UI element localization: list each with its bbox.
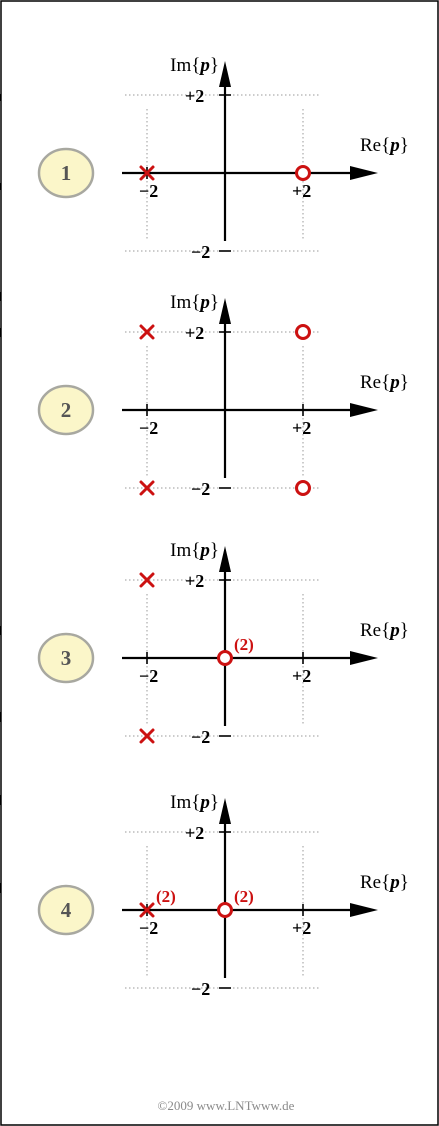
pole-marker (139, 480, 155, 496)
pole-marker (139, 572, 155, 588)
re-axis-label: Re{p} (360, 620, 409, 641)
re-axis-label: Re{p} (360, 135, 409, 156)
re-tick-label-pos: +2 (292, 918, 311, 938)
re-tick-label-neg: −2 (139, 918, 158, 938)
pole-marker (139, 324, 155, 340)
im-tick-label-neg: −2 (191, 979, 210, 999)
re-tick-label-pos: +2 (292, 418, 311, 438)
panel-number: 4 (61, 898, 72, 922)
im-tick-label-pos: +2 (185, 571, 204, 591)
im-axis-label: Im{p} (170, 792, 219, 813)
im-tick-label-neg: −2 (191, 727, 210, 747)
zero-marker (295, 165, 311, 181)
im-axis-label: Im{p} (170, 540, 219, 561)
panel-2: −2 +2 +2 −2 Im{p} Re{p} 2 (37, 292, 409, 499)
panel-number-badge (37, 632, 95, 684)
pole-marker (139, 728, 155, 744)
panel-number: 3 (61, 646, 72, 670)
re-axis-arrow (350, 403, 378, 417)
panel-1: −2 +2 +2 −2 Im{p} Re{p} 1 (37, 55, 409, 262)
zero-multiplicity: (2) (234, 887, 254, 906)
im-tick-label-neg: −2 (191, 479, 210, 499)
panel-4: −2 +2 +2 −2 Im{p} Re{p} 4 (2) (2) (37, 792, 409, 999)
re-tick-label-neg: −2 (139, 181, 158, 201)
re-tick-label-neg: −2 (139, 418, 158, 438)
im-axis-label: Im{p} (170, 55, 219, 76)
panel-number: 1 (61, 161, 72, 185)
re-tick-label-pos: +2 (292, 181, 311, 201)
panel-number-badge (37, 147, 95, 199)
pole-multiplicity: (2) (156, 887, 176, 906)
panels-layer: −2+2+2−2Im{p}Re{p}1−2+2+2−2Im{p}Re{p}2−2… (0, 55, 409, 999)
pole-marker (139, 165, 155, 181)
re-tick-label-pos: +2 (292, 666, 311, 686)
im-axis-arrow (219, 61, 231, 87)
panel-3: −2 +2 +2 −2 Im{p} Re{p} 3 (2) (37, 540, 409, 747)
re-axis-label: Re{p} (360, 372, 409, 393)
panel-number: 2 (61, 398, 72, 422)
im-tick-label-neg: −2 (191, 242, 210, 262)
zero-marker (295, 324, 311, 340)
panel-number-badge (37, 884, 95, 936)
zero-marker (217, 902, 233, 918)
im-axis-label: Im{p} (170, 292, 219, 313)
panel-number-badge (37, 384, 95, 436)
re-axis-label: Re{p} (360, 872, 409, 893)
re-tick-label-neg: −2 (139, 666, 158, 686)
im-tick-label-pos: +2 (185, 823, 204, 843)
im-axis-arrow (219, 798, 231, 824)
zero-multiplicity: (2) (234, 635, 254, 654)
im-axis-arrow (219, 546, 231, 572)
re-axis-arrow (350, 651, 378, 665)
copyright-text: ©2009 www.LNTwww.de (158, 1098, 295, 1113)
re-axis-arrow (350, 166, 378, 180)
re-axis-arrow (350, 903, 378, 917)
pole-marker (139, 902, 155, 918)
im-tick-label-pos: +2 (185, 323, 204, 343)
zero-marker (295, 480, 311, 496)
im-axis-arrow (219, 298, 231, 324)
zero-marker (217, 650, 233, 666)
im-tick-label-pos: +2 (185, 86, 204, 106)
